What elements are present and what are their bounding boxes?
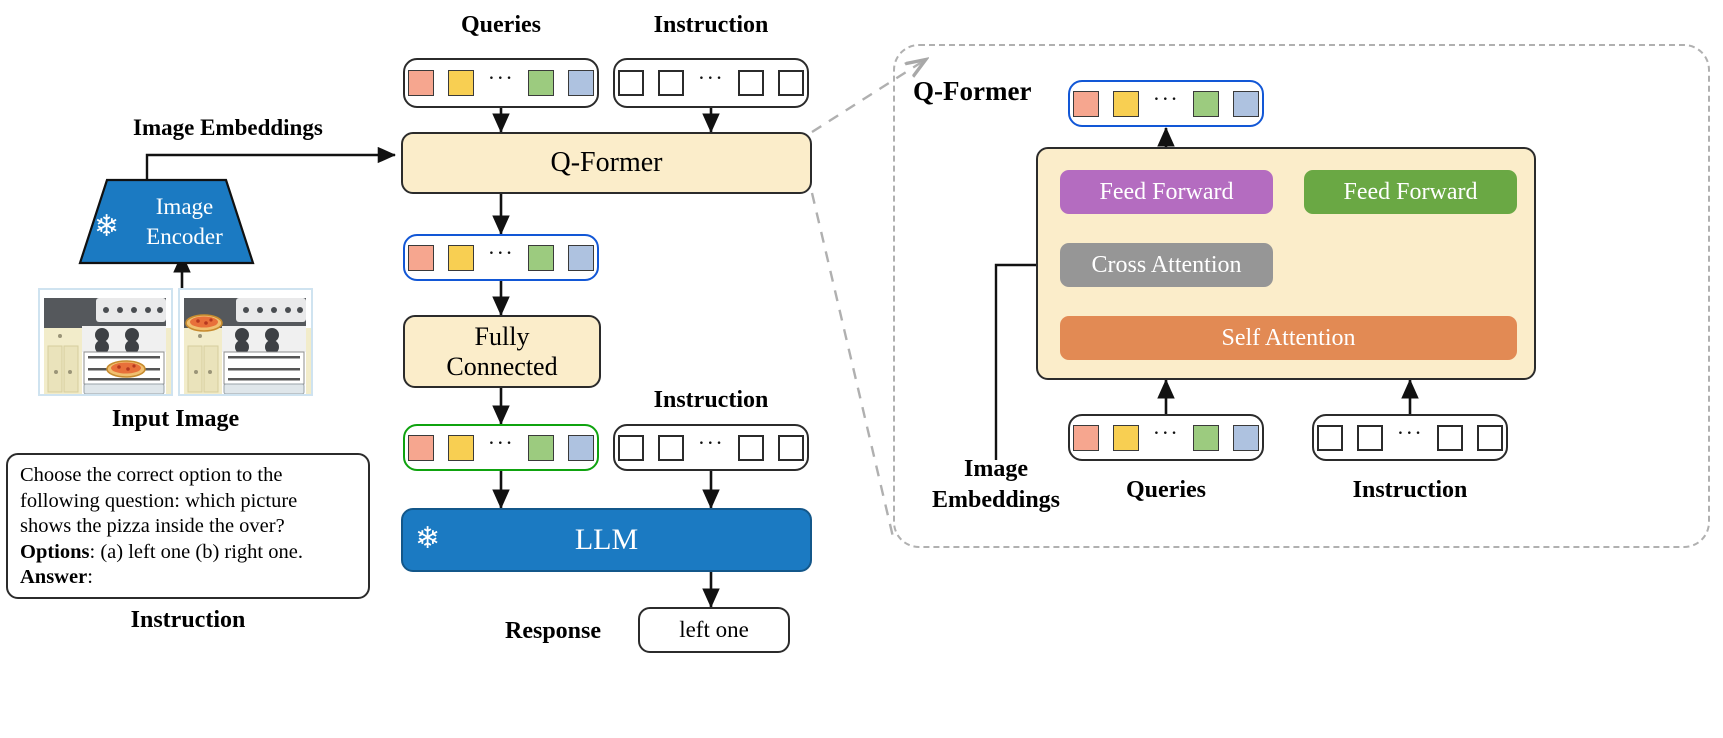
query-token-2 xyxy=(447,244,474,271)
prompt-answer-line: Answer: xyxy=(20,565,356,591)
response-label: Response xyxy=(505,618,602,644)
token-ellipsis: ··· xyxy=(1152,85,1180,111)
fully-connected-label-line2: Connected xyxy=(446,351,558,381)
instruction-label-left: Instruction xyxy=(130,607,246,633)
query-token-2 xyxy=(1112,90,1139,117)
snowflake-icon: ❄ xyxy=(415,521,441,556)
query-token-3 xyxy=(528,244,555,271)
query-embeddings-strip-blue[interactable]: ··· xyxy=(403,234,599,281)
self-attention-block[interactable]: Self Attention xyxy=(1060,316,1517,360)
query-embeddings-strip-green[interactable]: ··· xyxy=(403,424,599,471)
query-token-4 xyxy=(568,434,595,461)
prompt-line-1: Choose the correct option to the xyxy=(20,464,283,486)
detail-instruction-label: Instruction xyxy=(1352,477,1468,503)
instruction-token-strip-mid[interactable]: ··· xyxy=(613,424,809,471)
image-embeddings-label: Image Embeddings xyxy=(133,115,323,140)
query-token-2 xyxy=(1112,424,1139,451)
token-ellipsis: ··· xyxy=(487,429,515,455)
instruction-token-4 xyxy=(1477,424,1504,451)
instruction-token-3 xyxy=(1437,424,1464,451)
instruction-token-2 xyxy=(657,434,684,461)
token-ellipsis: ··· xyxy=(1152,419,1180,445)
instruction-token-2 xyxy=(1356,424,1383,451)
instruction-token-strip-top[interactable]: ··· xyxy=(613,58,809,108)
token-ellipsis: ··· xyxy=(1396,419,1424,445)
input-image-label: Input Image xyxy=(111,406,240,432)
detail-instruction-token-strip[interactable]: ··· xyxy=(1312,414,1508,461)
feed-forward-left-label: Feed Forward xyxy=(1099,178,1234,205)
prompt-options-line: Options: (a) left one (b) right one. xyxy=(20,540,356,566)
qformer-label: Q-Former xyxy=(550,147,663,178)
query-token-1 xyxy=(407,434,434,461)
instruction-token-3 xyxy=(738,434,765,461)
prompt-answer-rest: : xyxy=(87,566,93,588)
prompt-options-key: Options xyxy=(20,540,90,563)
instruction-label-top: Instruction xyxy=(653,12,769,38)
query-token-3 xyxy=(528,70,555,96)
token-ellipsis: ··· xyxy=(697,65,725,90)
detail-image-embeddings-label-line2: Embeddings xyxy=(931,487,1061,513)
response-box[interactable]: left one xyxy=(638,607,790,653)
token-ellipsis: ··· xyxy=(487,65,515,90)
query-token-3 xyxy=(528,434,555,461)
self-attention-label: Self Attention xyxy=(1221,324,1356,351)
qformer-detail-title: Q-Former xyxy=(913,76,1032,106)
instruction-token-1 xyxy=(617,70,644,96)
instruction-token-3 xyxy=(738,70,765,96)
feed-forward-right-block[interactable]: Feed Forward xyxy=(1304,170,1517,214)
cross-attention-block[interactable]: Cross Attention xyxy=(1060,243,1273,287)
llm-block[interactable]: LLM xyxy=(401,508,812,572)
query-token-3 xyxy=(1193,424,1220,451)
query-token-3 xyxy=(1193,90,1220,117)
feed-forward-left-block[interactable]: Feed Forward xyxy=(1060,170,1273,214)
input-image-thumb-right xyxy=(178,288,313,396)
instruction-label-mid: Instruction xyxy=(653,387,769,413)
qformer-block[interactable]: Q-Former xyxy=(401,132,812,194)
query-token-1 xyxy=(1072,90,1099,117)
prompt-options-rest: : (a) left one (b) right one. xyxy=(89,540,303,563)
query-token-2 xyxy=(447,434,474,461)
instruction-token-1 xyxy=(617,434,644,461)
instruction-token-4 xyxy=(778,70,805,96)
instruction-token-2 xyxy=(657,70,684,96)
queries-token-strip-center[interactable]: ··· xyxy=(403,58,599,108)
llm-label: LLM xyxy=(574,523,639,556)
detail-image-embeddings-label-line1: Image xyxy=(964,456,1028,482)
query-token-2 xyxy=(447,70,474,96)
query-token-4 xyxy=(568,70,595,96)
response-value: left one xyxy=(679,617,749,642)
instruction-prompt-card[interactable]: Choose the correct option to the followi… xyxy=(6,453,370,599)
token-ellipsis: ··· xyxy=(697,429,725,455)
prompt-answer-key: Answer xyxy=(20,566,88,588)
query-token-4 xyxy=(1233,424,1260,451)
detail-output-query-strip[interactable]: ··· xyxy=(1068,80,1264,127)
query-token-1 xyxy=(1072,424,1099,451)
feed-forward-right-label: Feed Forward xyxy=(1343,178,1478,205)
instruction-token-4 xyxy=(778,434,805,461)
instruction-token-1 xyxy=(1316,424,1343,451)
detail-queries-label: Queries xyxy=(1126,477,1206,503)
prompt-line-2: following question: which picture xyxy=(20,489,298,512)
query-token-1 xyxy=(407,70,434,96)
snowflake-icon: ❄ xyxy=(94,209,120,244)
query-token-1 xyxy=(407,244,434,271)
detail-queries-token-strip[interactable]: ··· xyxy=(1068,414,1264,461)
token-ellipsis: ··· xyxy=(487,239,515,265)
fully-connected-label-line1: Fully xyxy=(474,321,530,351)
prompt-line-3: shows the pizza inside the over? xyxy=(20,515,285,537)
query-token-4 xyxy=(568,244,595,271)
cross-attention-label: Cross Attention xyxy=(1091,251,1242,278)
fully-connected-block[interactable]: Fully Connected xyxy=(403,315,601,388)
input-image-thumb-left xyxy=(38,288,173,396)
query-token-4 xyxy=(1233,90,1260,117)
queries-label-center: Queries xyxy=(461,12,541,38)
